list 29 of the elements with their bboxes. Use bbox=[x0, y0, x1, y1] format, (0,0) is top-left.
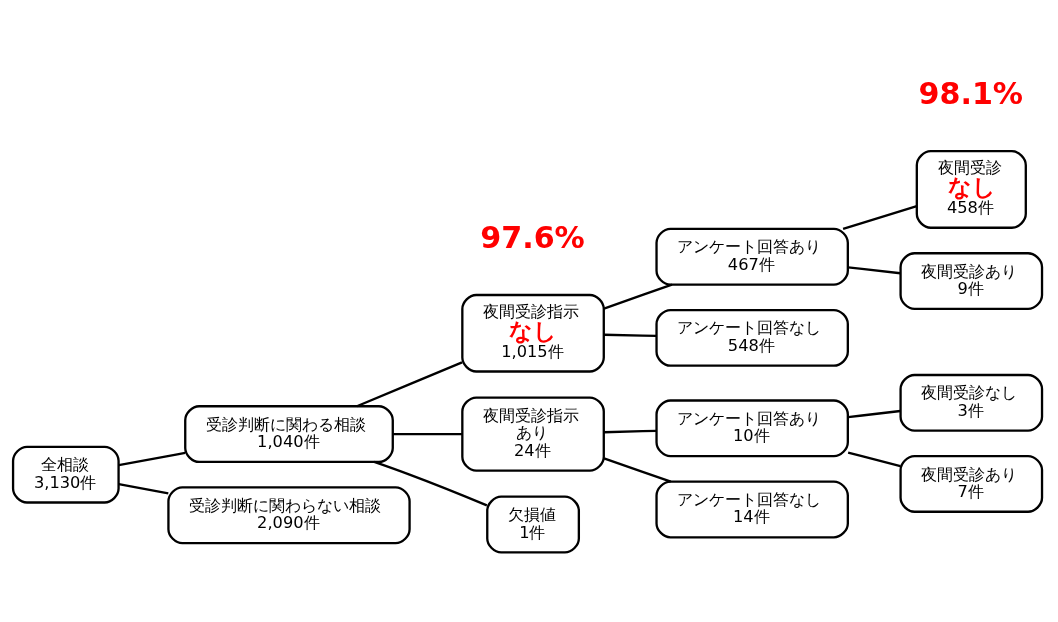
label: 98.1% bbox=[918, 75, 1024, 111]
connector bbox=[118, 482, 169, 494]
node-box: 夜間受診 なし 458件 bbox=[915, 149, 1027, 229]
connector bbox=[603, 429, 657, 433]
connector bbox=[356, 360, 463, 407]
connector bbox=[603, 283, 673, 310]
node-box: アンケート回答あり 10件 bbox=[655, 398, 849, 457]
node-box: 欠損値 1件 bbox=[486, 495, 580, 553]
connector bbox=[373, 460, 488, 506]
connector bbox=[848, 409, 901, 418]
connector bbox=[842, 204, 918, 230]
node-box: 夜間受診指示 なし 1,015件 bbox=[461, 293, 605, 373]
node-box: 受診判断に関わる相談 1,040件 bbox=[184, 404, 394, 463]
node-box: 夜間受診あり 7件 bbox=[899, 454, 1044, 513]
node-box: 夜間受診なし 3件 bbox=[899, 373, 1044, 432]
node-box: アンケート回答なし 14件 bbox=[655, 479, 849, 538]
connector bbox=[393, 432, 462, 435]
node-box: 受診判断に関わらない相談 2,090件 bbox=[167, 485, 411, 544]
node-box: 全相談 3,130件 bbox=[11, 445, 120, 504]
connector bbox=[848, 265, 901, 274]
node-box: アンケート回答なし 548件 bbox=[655, 308, 849, 367]
node-box: 夜間受診指示 あり 24件 bbox=[461, 395, 605, 472]
connector bbox=[604, 333, 657, 337]
connector bbox=[847, 451, 901, 467]
connector bbox=[603, 456, 672, 483]
node-box: アンケート回答あり 467件 bbox=[655, 227, 849, 286]
label: 97.6% bbox=[480, 219, 585, 255]
connector bbox=[118, 451, 186, 466]
node-box: 夜間受診あり 9件 bbox=[899, 251, 1044, 310]
